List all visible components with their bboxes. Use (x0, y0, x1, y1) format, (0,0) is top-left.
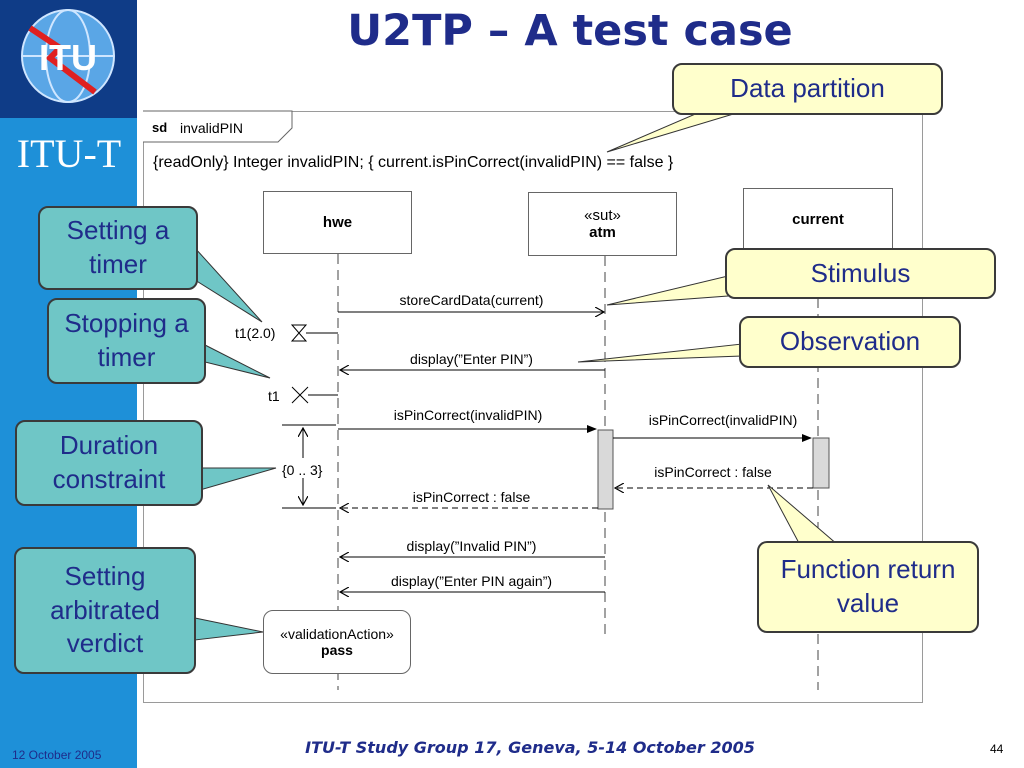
message-label-8: display(”Enter PIN again”) (390, 573, 553, 589)
lifeline-hwe: hwe (263, 191, 412, 254)
message-label-4: isPinCorrect(invalidPIN) (648, 412, 798, 428)
callout-stopping-timer: Stopping a timer (47, 298, 206, 384)
sd-keyword: sd (152, 120, 168, 135)
message-label-7: display(”Invalid PIN”) (406, 538, 537, 554)
frame-tab (143, 110, 293, 143)
sequence-diagram-frame (143, 111, 923, 703)
itu-logo: ITU (0, 0, 137, 118)
message-label-5: isPinCorrect : false (654, 464, 772, 480)
message-label-6: isPinCorrect : false (412, 489, 531, 505)
logo-text: ITU (39, 37, 97, 78)
timer-start-label: t1(2.0) (235, 325, 276, 341)
message-label-2: display(”Enter PIN”) (410, 351, 533, 367)
activation-atm (597, 429, 614, 510)
declaration: {readOnly} Integer invalidPIN; { current… (153, 154, 674, 171)
validation-stereotype: «validationAction» (280, 626, 394, 642)
callout-function-return: Function return value (757, 541, 979, 633)
lifeline-current-name: current (792, 210, 844, 228)
pointer-data-partition (606, 111, 741, 153)
message-label-1: storeCardData(current) (399, 292, 544, 308)
lifeline-atm-stereotype: «sut» (584, 207, 621, 224)
validation-action: «validationAction» pass (263, 610, 411, 674)
sd-name: invalidPIN (180, 120, 244, 136)
callout-setting-timer: Setting a timer (38, 206, 198, 290)
lifeline-atm: «sut» atm (528, 192, 677, 256)
callout-data-partition: Data partition (672, 63, 943, 115)
validation-verdict: pass (321, 642, 353, 658)
activation-current (812, 437, 830, 489)
pointer-stimulus (606, 275, 729, 306)
timer-stop-label: t1 (268, 388, 280, 404)
callout-observation: Observation (739, 316, 961, 368)
callout-arbitrated-verdict: Setting arbitrated verdict (14, 547, 196, 674)
pointer-arbitrated (194, 617, 264, 641)
brand-label: ITU-T (16, 131, 122, 176)
duration-label: {0 .. 3} (282, 462, 323, 478)
pointer-stopping-timer (204, 344, 271, 379)
footer-date: 12 October 2005 (12, 748, 102, 762)
pointer-function-return (767, 484, 840, 546)
callout-duration: Duration constraint (15, 420, 203, 506)
message-label-3: isPinCorrect(invalidPIN) (393, 407, 543, 423)
lifeline-hwe-name: hwe (322, 214, 353, 231)
timer-start-icon (290, 324, 308, 342)
lifeline-atm-name: atm (589, 224, 616, 241)
footer-title: ITU-T Study Group 17, Geneva, 5-14 Octob… (305, 738, 755, 757)
page-number: 44 (990, 742, 1004, 756)
slide-title: U2TP – A test case (347, 6, 793, 56)
lifeline-current: current (743, 188, 893, 250)
pointer-duration (199, 467, 277, 491)
callout-stimulus: Stimulus (725, 248, 996, 299)
